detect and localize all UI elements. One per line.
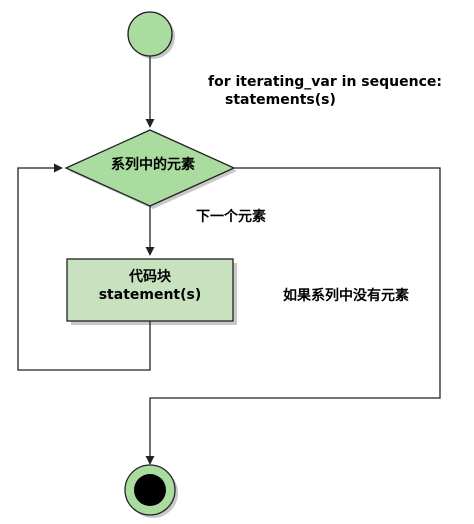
for-loop-syntax-line2: statements(s) <box>225 92 336 108</box>
next-element-label: 下一个元素 <box>196 209 266 225</box>
decision-label: 系列中的元素 <box>111 157 195 173</box>
end-node-core <box>134 474 166 506</box>
code-block-label: 代码块 statement(s) <box>67 268 233 304</box>
start-node <box>127 11 173 57</box>
code-block-label-line1: 代码块 <box>129 269 171 285</box>
for-loop-syntax: for iterating_var in sequence: statement… <box>208 73 442 109</box>
code-block <box>66 258 234 322</box>
loop-back-path <box>17 163 151 371</box>
exit-path <box>145 167 441 465</box>
for-loop-syntax-line1: for iterating_var in sequence: <box>208 74 442 90</box>
no-elements-label: 如果系列中没有元素 <box>283 288 409 304</box>
code-block-label-line2: statement(s) <box>98 287 202 303</box>
